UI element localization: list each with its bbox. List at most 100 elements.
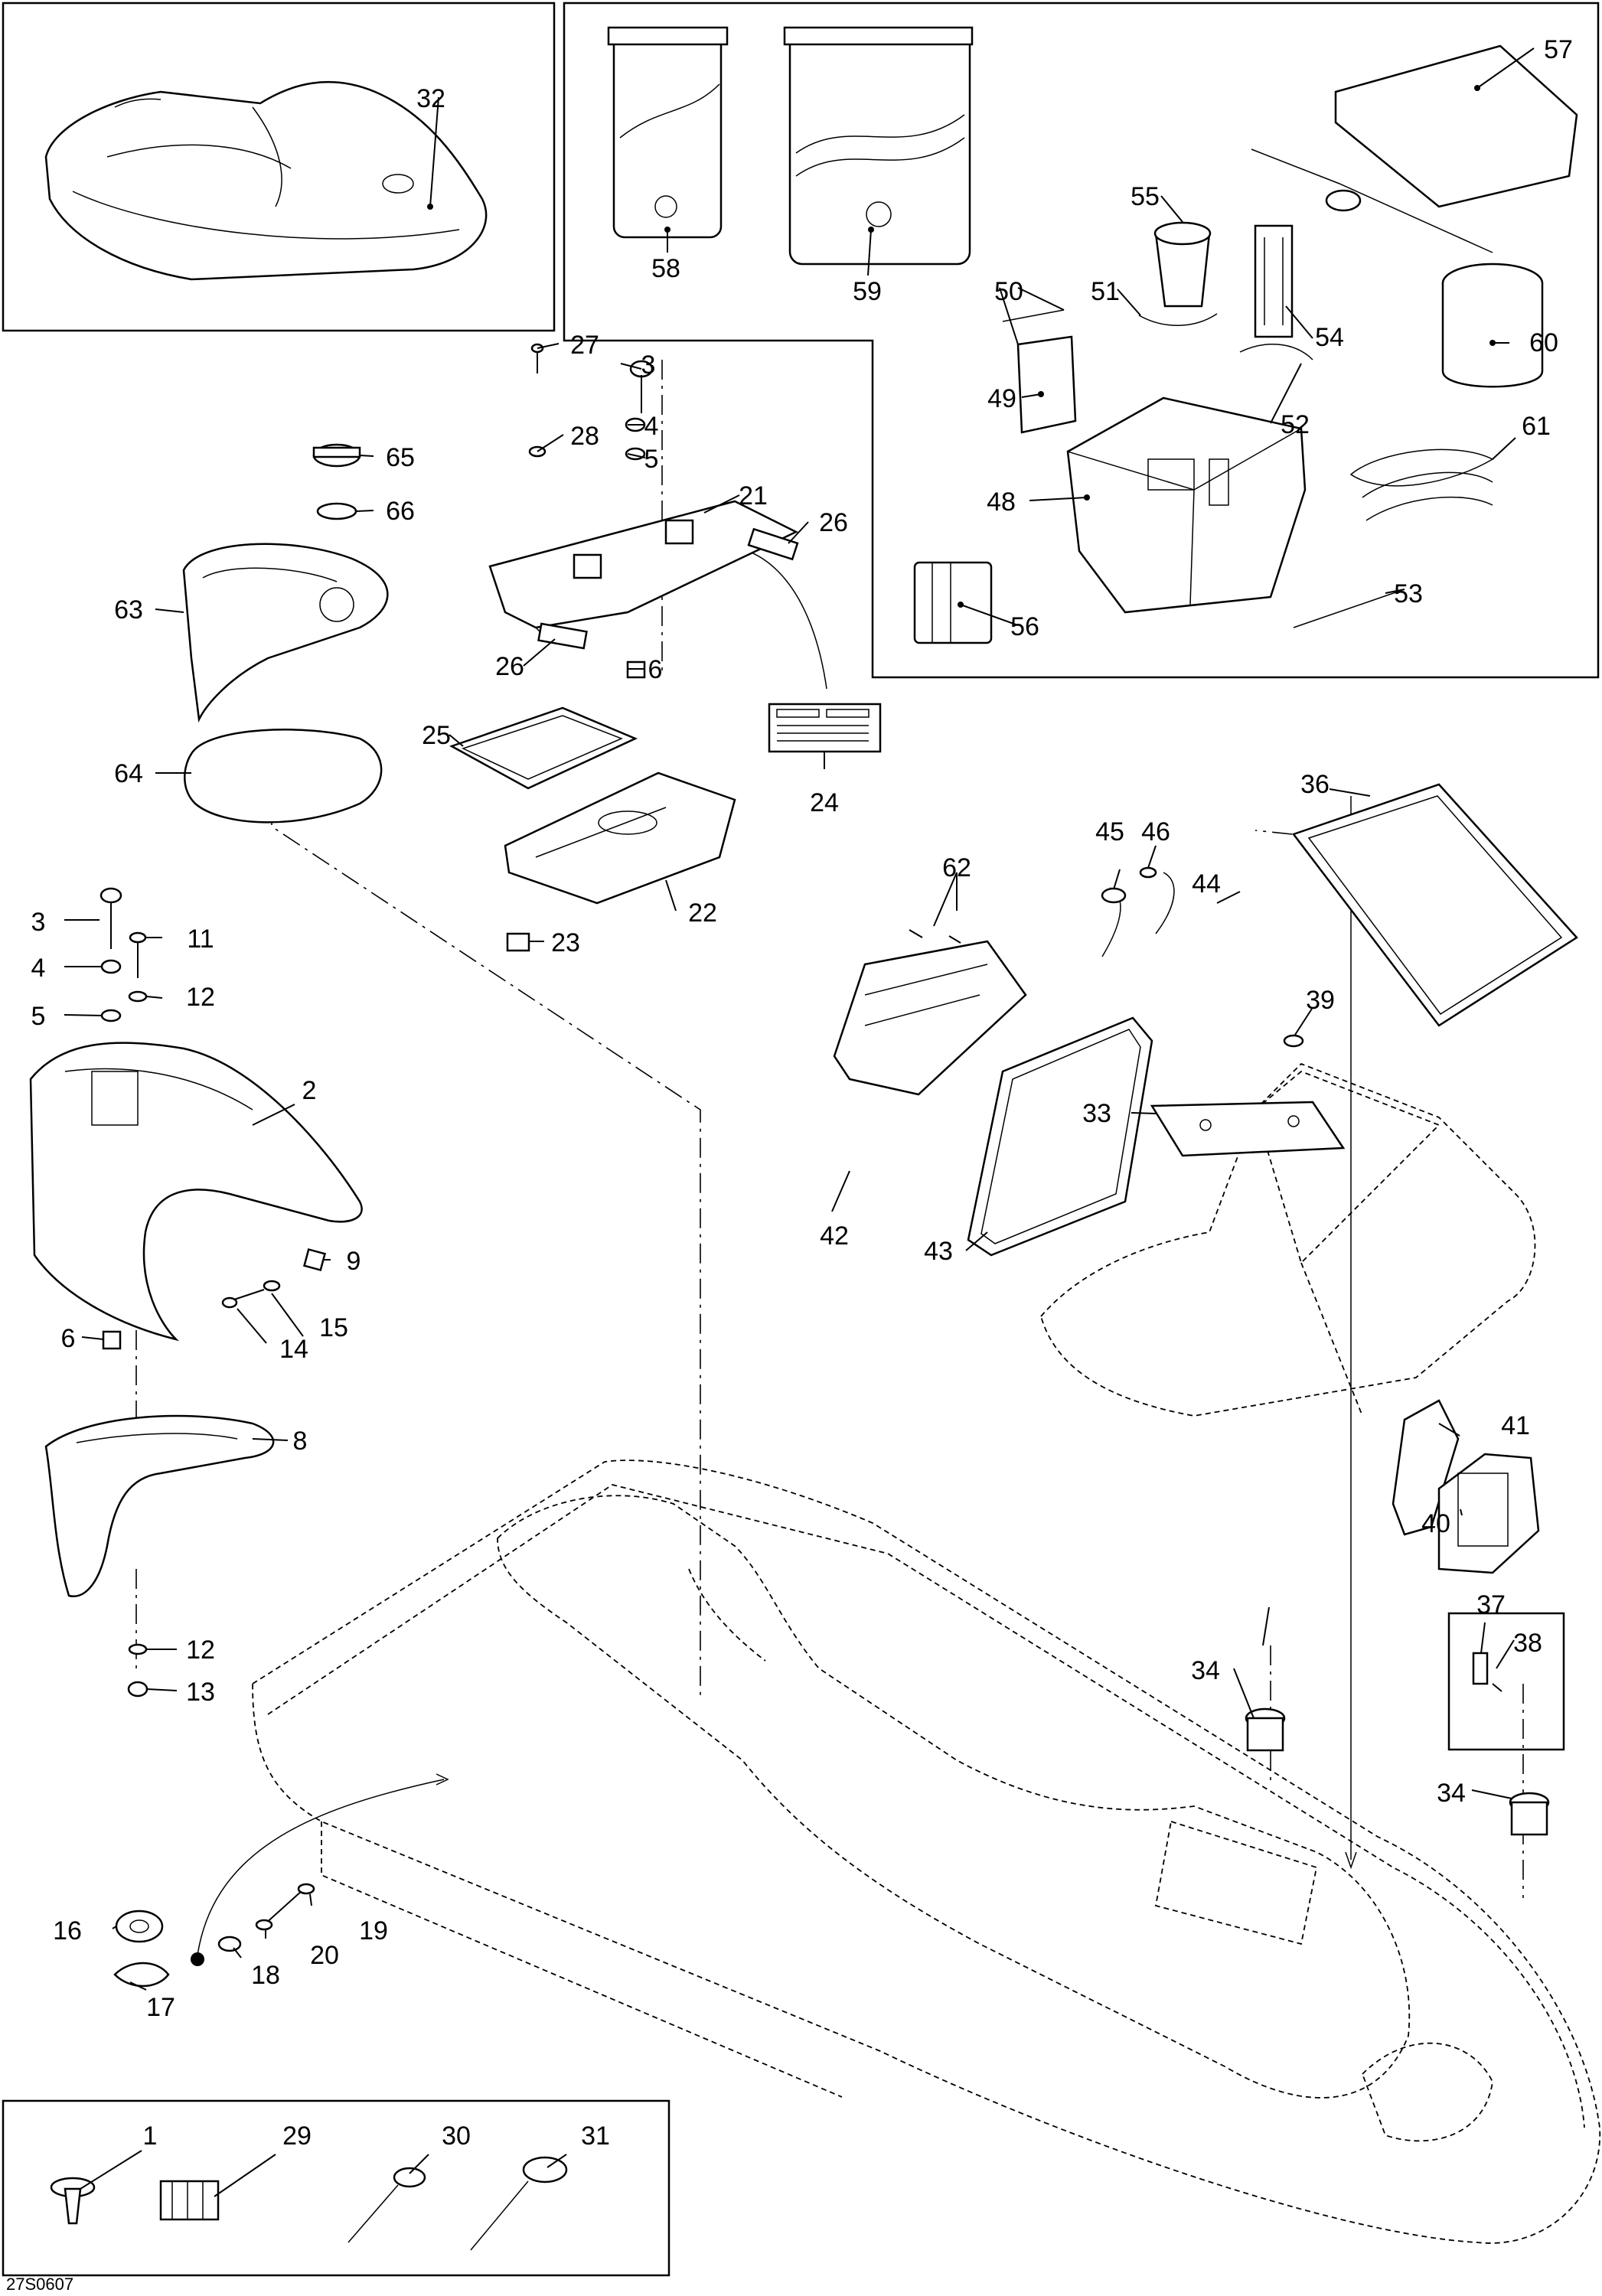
cup-holder xyxy=(1153,221,1212,308)
drawing-code: 27S0607 xyxy=(6,2275,73,2294)
callout-44: 44 xyxy=(1192,869,1221,899)
fastener-39 xyxy=(1283,1034,1304,1048)
callout-37: 37 xyxy=(1476,1590,1506,1619)
plug-18 xyxy=(217,1936,242,1952)
callout-4-top: 4 xyxy=(644,412,659,441)
callout-8: 8 xyxy=(293,1427,308,1456)
callout-66: 66 xyxy=(386,497,415,526)
lanyard-cord xyxy=(1251,148,1493,253)
callout-43: 43 xyxy=(924,1237,953,1266)
storage-insert xyxy=(1254,224,1294,338)
plate-45 xyxy=(1101,887,1127,904)
washer-15 xyxy=(263,1280,281,1292)
drain-housing-16 xyxy=(115,1910,164,1943)
callout-60: 60 xyxy=(1529,328,1558,357)
latch-detail-frame xyxy=(1447,1612,1565,1751)
glove-box-tray-22 xyxy=(504,771,736,905)
cap-65 xyxy=(312,443,361,468)
callout-62: 62 xyxy=(942,853,971,882)
drain-plug-34-center xyxy=(1245,1707,1286,1752)
storage-lid xyxy=(1334,44,1578,208)
callout-45: 45 xyxy=(1095,817,1124,846)
nut-13 xyxy=(127,1681,148,1698)
callout-28: 28 xyxy=(570,422,599,451)
hardware-panel-frame xyxy=(2,2099,670,2277)
callout-61: 61 xyxy=(1522,412,1551,441)
callout-50: 50 xyxy=(994,277,1023,306)
callout-leaders xyxy=(64,47,1535,2197)
callout-40: 40 xyxy=(1421,1509,1450,1538)
callout-20: 20 xyxy=(310,1941,339,1970)
callout-2: 2 xyxy=(302,1076,317,1105)
storage-jar xyxy=(1441,263,1544,388)
callout-53: 53 xyxy=(1394,579,1423,608)
screw-38 xyxy=(1492,1683,1502,1692)
drain-plug-34-right xyxy=(1509,1792,1550,1836)
latch-37 xyxy=(1472,1652,1489,1685)
callout-12-lower: 12 xyxy=(186,1636,215,1665)
callout-64: 64 xyxy=(114,759,143,788)
nut-6-left xyxy=(102,1330,122,1350)
screws-62 xyxy=(909,929,961,944)
drain-cap-17 xyxy=(113,1962,170,1988)
callout-4-left: 4 xyxy=(31,954,46,983)
callout-34-right: 34 xyxy=(1437,1779,1466,1808)
watercraft-cover xyxy=(44,80,488,281)
gasket-43 xyxy=(967,1016,1153,1257)
gasket-36 xyxy=(1291,783,1578,1027)
callout-32: 32 xyxy=(416,84,445,113)
callout-16: 16 xyxy=(53,1916,82,1945)
dry-bag-small xyxy=(607,26,729,239)
callout-5-left: 5 xyxy=(31,1002,46,1031)
callout-33: 33 xyxy=(1082,1099,1111,1128)
callout-18: 18 xyxy=(251,1961,280,1990)
latch-plate-42 xyxy=(833,940,1027,1096)
nut-23 xyxy=(506,932,530,952)
callout-57: 57 xyxy=(1544,35,1573,64)
grab-handle-2 xyxy=(29,1042,363,1342)
wire-rod xyxy=(1293,589,1405,628)
washer-12-lower xyxy=(128,1643,148,1655)
washer-20 xyxy=(255,1919,273,1931)
callout-55: 55 xyxy=(1131,182,1160,211)
callout-59: 59 xyxy=(853,277,882,306)
handle-cover-8 xyxy=(44,1414,275,1597)
hatch-stoppers xyxy=(537,527,799,650)
callout-51: 51 xyxy=(1091,277,1120,306)
callout-41: 41 xyxy=(1501,1411,1530,1440)
screw-14 xyxy=(221,1289,265,1309)
callout-23: 23 xyxy=(551,928,580,957)
gasket-25 xyxy=(449,706,638,790)
callout-39: 39 xyxy=(1306,986,1335,1015)
elastic-cord xyxy=(1349,448,1494,521)
gasket-64 xyxy=(184,729,383,823)
hull-outline xyxy=(252,1459,1600,2244)
callout-26-right: 26 xyxy=(819,508,848,537)
callout-36: 36 xyxy=(1300,770,1330,799)
storage-pad xyxy=(913,561,993,644)
bolt-3-left xyxy=(100,887,122,949)
screw-27 xyxy=(530,343,544,373)
bullet-dot xyxy=(191,1952,204,1966)
callout-31: 31 xyxy=(581,2122,610,2151)
bracket-49 xyxy=(1002,309,1077,434)
washer-5-left xyxy=(100,1009,122,1022)
callout-1: 1 xyxy=(143,2122,158,2151)
cable-tie-31 xyxy=(470,2156,568,2251)
nut-9 xyxy=(302,1247,327,1272)
access-door-40 xyxy=(1437,1453,1540,1574)
callout-13: 13 xyxy=(186,1678,215,1707)
callout-34-center: 34 xyxy=(1191,1656,1220,1685)
callout-17: 17 xyxy=(146,1993,175,2022)
storage-panel-frame xyxy=(563,2,1600,679)
dry-bag-large xyxy=(783,26,974,266)
callout-52: 52 xyxy=(1281,410,1310,439)
bushing-4-left xyxy=(100,959,122,974)
callout-46: 46 xyxy=(1141,817,1170,846)
glove-box-support-21 xyxy=(488,500,798,644)
clip-51 xyxy=(1138,313,1218,326)
front-storage-bin-ghost xyxy=(1040,1062,1536,1417)
gasket-41 xyxy=(1392,1399,1460,1536)
callout-27: 27 xyxy=(570,331,599,360)
